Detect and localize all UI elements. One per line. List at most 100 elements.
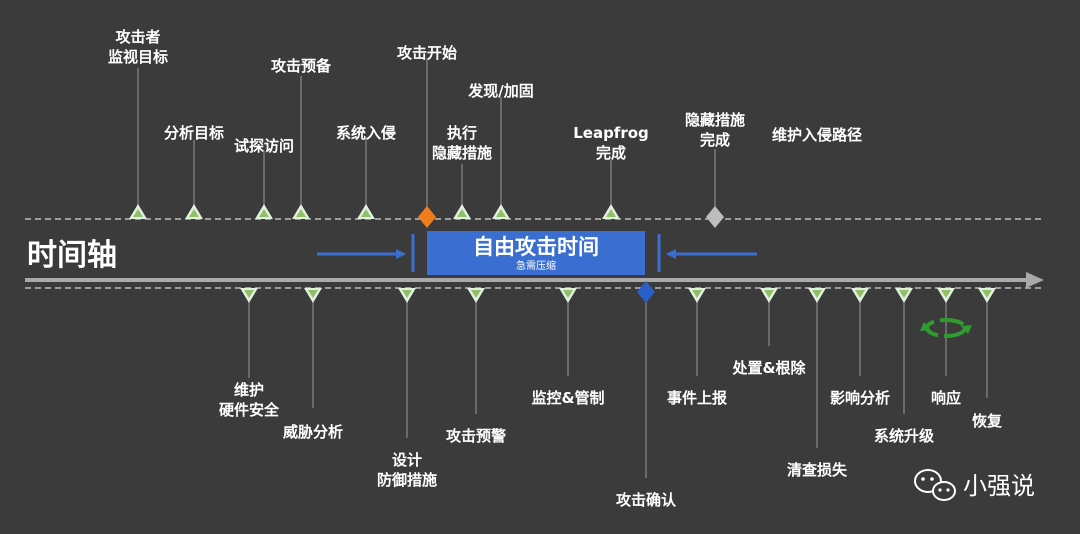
- triangle-down-marker-inner: [471, 290, 481, 298]
- free-attack-time-title: 自由攻击时间: [473, 235, 599, 259]
- defender-event-label-line: 恢复: [972, 412, 1003, 430]
- triangle-down-marker-inner: [855, 290, 865, 298]
- attacker-event: 攻击预备: [271, 57, 332, 219]
- triangle-up-marker-inner: [606, 209, 616, 217]
- attacker-event-label: 攻击者监视目标: [108, 28, 168, 66]
- attacker-event: 发现/加固: [467, 82, 534, 219]
- defender-event-label-line: 监控&管制: [531, 389, 604, 407]
- defender-event-label: 清查损失: [787, 461, 848, 479]
- defender-event-label: 监控&管制: [531, 389, 604, 407]
- attacker-event-label: 执行隐藏措施: [432, 124, 492, 162]
- defender-event: 监控&管制: [531, 288, 605, 407]
- triangle-up-marker-inner: [189, 209, 199, 217]
- attacker-event-label: 系统入侵: [336, 124, 396, 142]
- defender-event-label: 系统升级: [874, 427, 935, 445]
- defender-event: 处置&根除: [731, 288, 807, 377]
- defender-event-label-line: 维护: [234, 381, 264, 399]
- attacker-event-label-line: 试探访问: [234, 137, 294, 155]
- defender-event-label: 响应: [931, 389, 961, 407]
- attacker-event-label: 攻击开始: [397, 44, 457, 62]
- triangle-up-marker-inner: [457, 209, 467, 217]
- defender-event-label-line: 设计: [392, 451, 422, 469]
- attacker-event-label: 攻击预备: [271, 57, 332, 75]
- attacker-event-label-line: 系统入侵: [336, 124, 396, 142]
- defender-event-label: 攻击预警: [446, 427, 506, 445]
- triangle-up-marker-inner: [259, 209, 269, 217]
- attacker-event-label-line: 执行: [447, 124, 477, 142]
- attacker-event-label-line: 攻击者: [115, 28, 160, 46]
- attacker-event-label-line: 完成: [596, 144, 626, 162]
- defender-event-label: 威胁分析: [283, 423, 343, 441]
- defender-event: 系统升级: [874, 288, 935, 445]
- attacker-event-label-line: Leapfrog: [573, 124, 649, 142]
- defender-event-label-line: 系统升级: [874, 427, 935, 445]
- defender-event-label-line: 事件上报: [667, 389, 727, 407]
- defender-event-label-line: 硬件安全: [219, 401, 280, 419]
- defender-event: 维护硬件安全: [219, 288, 280, 419]
- defender-event: 攻击确认: [616, 281, 677, 509]
- attacker-event: 试探访问: [234, 137, 294, 219]
- attacker-event: 分析目标: [164, 124, 224, 219]
- defender-event: 响应: [931, 288, 961, 407]
- defender-event-label-line: 影响分析: [830, 389, 890, 407]
- brand-name: 小强说: [963, 472, 1035, 500]
- defender-event-label-line: 威胁分析: [283, 423, 343, 441]
- defender-event: 事件上报: [667, 288, 727, 407]
- triangle-up-marker-inner: [361, 209, 371, 217]
- defender-event-label: 恢复: [972, 412, 1003, 430]
- free-attack-time-subtitle: 急需压缩: [516, 259, 556, 272]
- triangle-up-marker-inner: [296, 209, 306, 217]
- cycle-arrows-icon: [920, 318, 972, 338]
- attacker-event: Leapfrog 完成: [573, 124, 649, 219]
- attacker-event-label: 隐藏措施完成: [685, 111, 745, 149]
- defender-event-label: 处置&根除: [731, 359, 806, 377]
- defender-event: 清查损失: [787, 288, 848, 479]
- triangle-down-marker-inner: [982, 290, 992, 298]
- defender-event-label-line: 攻击预警: [446, 427, 506, 445]
- attacker-event-label-line: 维护入侵路径: [772, 126, 862, 144]
- defender-event-label-line: 清查损失: [787, 461, 848, 479]
- triangle-up-marker-inner: [133, 209, 143, 217]
- triangle-down-marker-inner: [899, 290, 909, 298]
- defender-event: 影响分析: [830, 288, 890, 407]
- attacker-event-label-line: 攻击开始: [397, 44, 457, 62]
- defender-event: 威胁分析: [283, 288, 343, 441]
- free-attack-time-box: [427, 231, 645, 275]
- attacker-event-label: Leapfrog 完成: [573, 124, 649, 162]
- attacker-event-label-line: 发现/加固: [467, 82, 533, 100]
- attacker-event-label-line: 监视目标: [108, 48, 168, 66]
- attack-start-diamond: [418, 206, 436, 228]
- attacker-event-label-line: 分析目标: [164, 124, 224, 142]
- attacker-event-label-line: 隐藏措施: [432, 144, 492, 162]
- triangle-down-marker-inner: [402, 290, 412, 298]
- defender-event: 攻击预警: [446, 288, 506, 445]
- defender-event-label: 影响分析: [830, 389, 890, 407]
- attacker-events: 攻击者监视目标分析目标试探访问攻击预备系统入侵攻击开始执行隐藏措施发现/加固Le…: [108, 28, 862, 228]
- attacker-event-label: 维护入侵路径: [772, 126, 862, 144]
- defender-event-label-line: 响应: [931, 389, 961, 407]
- attacker-event: 维护入侵路径: [772, 126, 862, 144]
- hiding-done-diamond: [706, 206, 724, 228]
- defender-event: 设计防御措施: [377, 288, 437, 489]
- triangle-down-marker-inner: [563, 290, 573, 298]
- defender-event-label: 设计防御措施: [377, 451, 437, 489]
- triangle-down-marker-inner: [764, 290, 774, 298]
- attacker-event: 隐藏措施完成: [685, 111, 745, 228]
- triangle-down-marker-inner: [941, 290, 951, 298]
- attacker-event-label-line: 隐藏措施: [685, 111, 745, 129]
- defender-event-label: 事件上报: [667, 389, 727, 407]
- triangle-down-marker-inner: [308, 290, 318, 298]
- attacker-event-label-line: 完成: [700, 131, 730, 149]
- triangle-up-marker-inner: [496, 209, 506, 217]
- attack-confirm-diamond: [637, 281, 655, 303]
- attacker-event: 攻击者监视目标: [108, 28, 168, 219]
- attacker-event-label: 试探访问: [234, 137, 294, 155]
- triangle-down-marker-inner: [244, 290, 254, 298]
- attacker-event: 攻击开始: [397, 44, 457, 228]
- attacker-event-label: 分析目标: [164, 124, 224, 142]
- time-axis-arrowhead: [1026, 272, 1044, 288]
- attacker-event: 系统入侵: [336, 124, 396, 219]
- defender-event-label-line: 处置&根除: [731, 359, 806, 377]
